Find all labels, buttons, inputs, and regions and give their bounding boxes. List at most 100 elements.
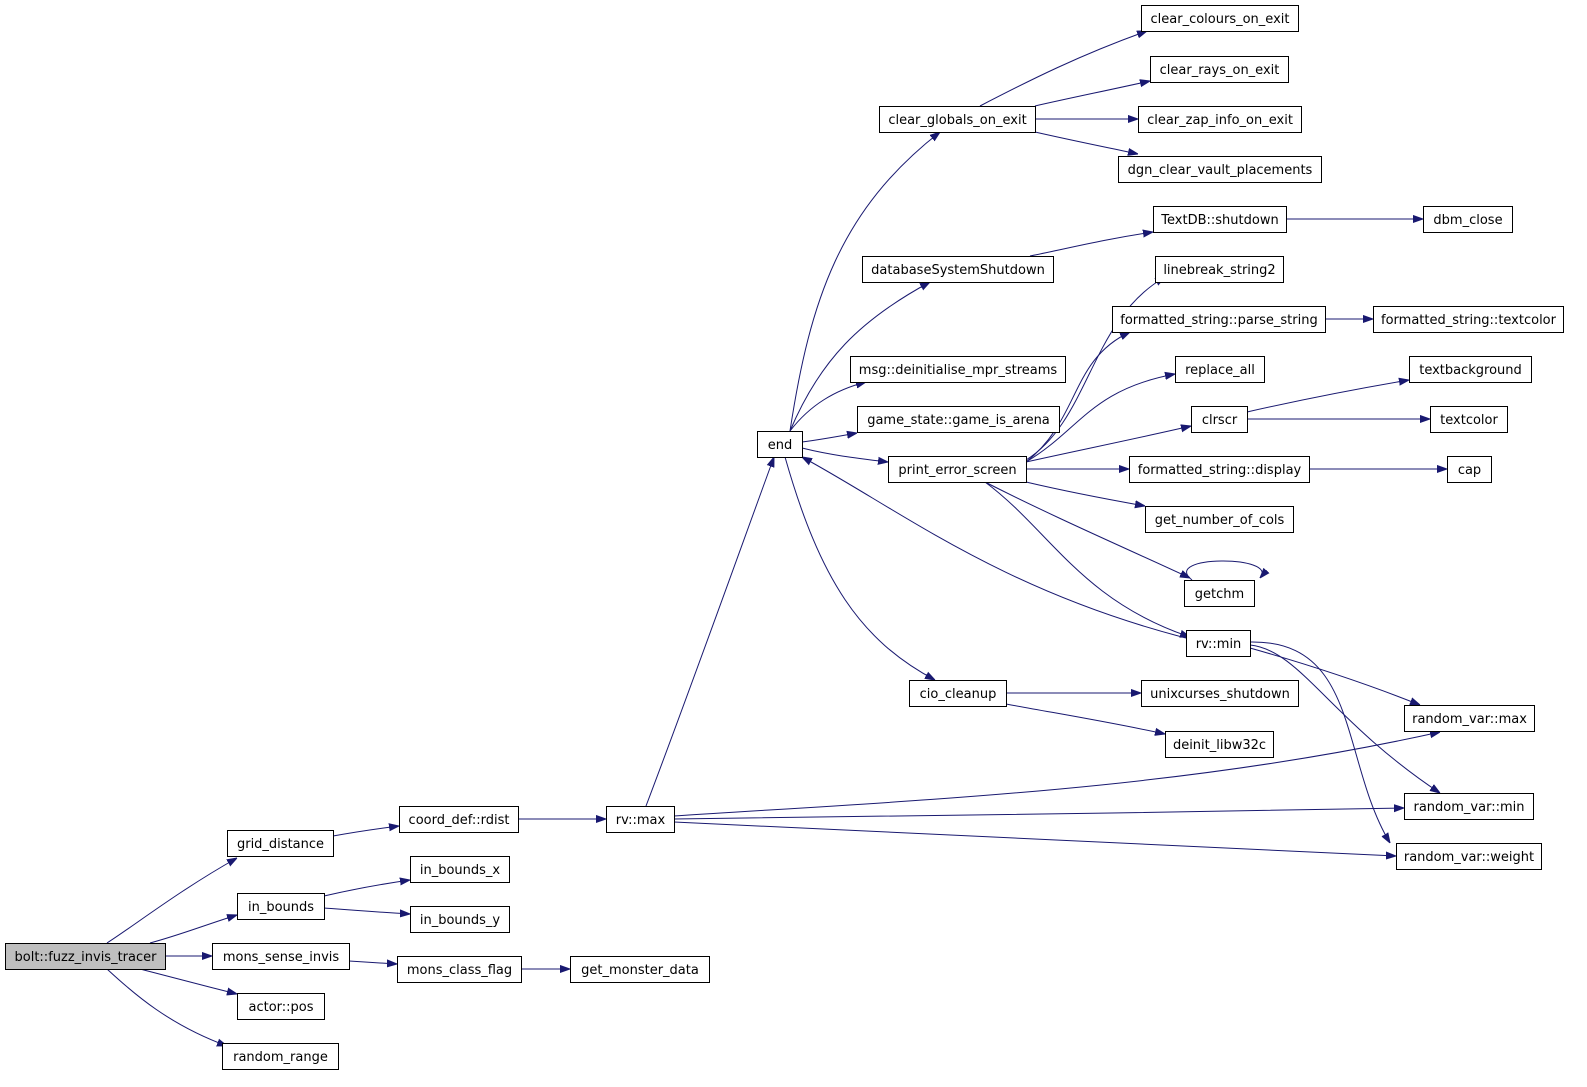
- node-textdb_shutdown[interactable]: TextDB::shutdown: [1153, 206, 1287, 233]
- node-box: [888, 456, 1027, 483]
- node-db_shutdown[interactable]: databaseSystemShutdown: [862, 256, 1054, 283]
- edge-end-to-db_shutdown: [789, 282, 930, 432]
- node-label: random_var::weight: [1404, 850, 1534, 865]
- edge-print_error-to-replace_all: [1025, 374, 1175, 463]
- node-in_bounds_y[interactable]: in_bounds_y: [410, 906, 510, 933]
- edge-mons_sense_invis-to-mons_class_flag: [348, 961, 397, 964]
- edge-rv_min-to-random_var_weight: [1249, 641, 1390, 843]
- node-mons_sense_invis[interactable]: mons_sense_invis: [212, 943, 350, 970]
- node-label: get_number_of_cols: [1155, 513, 1285, 528]
- node-random_var_max[interactable]: random_var::max: [1404, 705, 1535, 732]
- node-box: [1396, 843, 1542, 870]
- edge-print_error-to-parse_string: [1025, 332, 1130, 463]
- node-label: clear_rays_on_exit: [1160, 63, 1280, 78]
- node-get_monster_data[interactable]: get_monster_data: [570, 956, 710, 983]
- node-box: [1175, 356, 1265, 383]
- node-getchm[interactable]: getchm: [1184, 580, 1255, 607]
- node-get_cols[interactable]: get_number_of_cols: [1145, 506, 1294, 533]
- node-label: clear_globals_on_exit: [888, 113, 1026, 128]
- node-mons_class_flag[interactable]: mons_class_flag: [397, 956, 522, 983]
- node-box: [410, 906, 510, 933]
- node-label: deinit_libw32c: [1173, 738, 1266, 753]
- node-box: [1186, 630, 1251, 657]
- node-random_range[interactable]: random_range: [222, 1043, 339, 1070]
- node-label: formatted_string::parse_string: [1120, 313, 1317, 328]
- node-box: [1409, 356, 1532, 383]
- node-label: random_var::min: [1414, 800, 1525, 815]
- node-box: [237, 993, 325, 1020]
- node-replace_all[interactable]: replace_all: [1175, 356, 1265, 383]
- node-box: [222, 1043, 339, 1070]
- node-label: rv::min: [1196, 637, 1242, 652]
- edge-clrscr-to-textbackground: [1246, 380, 1409, 413]
- edge-bolt_fuzz-to-grid_distance: [106, 858, 237, 944]
- node-linebreak[interactable]: linebreak_string2: [1155, 256, 1284, 283]
- edge-rv_min-to-random_var_max: [1249, 647, 1420, 705]
- node-random_var_weight[interactable]: random_var::weight: [1396, 843, 1542, 870]
- node-box: [1150, 56, 1289, 83]
- nodes: bolt::fuzz_invis_tracer grid_distancein_b…: [5, 5, 1564, 1070]
- node-label: grid_distance: [237, 837, 324, 852]
- node-label: coord_def::rdist: [409, 813, 510, 828]
- edge-bolt_fuzz-to-in_bounds: [149, 915, 237, 944]
- node-clrscr[interactable]: clrscr: [1191, 406, 1248, 433]
- node-fs_textcolor[interactable]: formatted_string::textcolor: [1373, 306, 1564, 333]
- node-textcolor[interactable]: textcolor: [1430, 406, 1508, 433]
- node-textbackground[interactable]: textbackground: [1409, 356, 1532, 383]
- node-in_bounds_x[interactable]: in_bounds_x: [410, 856, 510, 883]
- node-label: print_error_screen: [898, 463, 1016, 478]
- node-print_error[interactable]: print_error_screen: [888, 456, 1027, 483]
- node-label: rv::max: [616, 813, 666, 828]
- node-box: [410, 856, 510, 883]
- node-deinit_libw32c[interactable]: deinit_libw32c: [1165, 731, 1274, 758]
- node-box: [1138, 106, 1302, 133]
- node-grid_distance[interactable]: grid_distance: [227, 830, 334, 857]
- node-clear_globals[interactable]: clear_globals_on_exit: [879, 106, 1036, 133]
- node-rv_min[interactable]: rv::min: [1186, 630, 1251, 657]
- node-label: TextDB::shutdown: [1160, 213, 1278, 228]
- node-label: msg::deinitialise_mpr_streams: [859, 363, 1058, 378]
- edge-print_error-to-getchm: [984, 481, 1190, 578]
- node-cio_cleanup[interactable]: cio_cleanup: [909, 680, 1007, 707]
- edge-end-to-msg_deinit: [789, 382, 866, 432]
- node-clear_zap[interactable]: clear_zap_info_on_exit: [1138, 106, 1302, 133]
- node-label: replace_all: [1185, 363, 1255, 378]
- node-in_bounds[interactable]: in_bounds: [237, 893, 325, 920]
- node-clear_rays[interactable]: clear_rays_on_exit: [1150, 56, 1289, 83]
- node-box: [879, 106, 1036, 133]
- node-label: actor::pos: [248, 1000, 313, 1015]
- node-dbm_close[interactable]: dbm_close: [1423, 206, 1513, 233]
- edge-rv_min-to-end: [802, 457, 1187, 639]
- node-parse_string[interactable]: formatted_string::parse_string: [1112, 306, 1326, 333]
- node-label: in_bounds_x: [420, 863, 501, 878]
- node-game_arena[interactable]: game_state::game_is_arena: [857, 406, 1060, 433]
- node-label: mons_sense_invis: [223, 950, 340, 965]
- node-box: [857, 406, 1060, 433]
- node-unixcurses[interactable]: unixcurses_shutdown: [1141, 680, 1299, 707]
- node-bolt_fuzz[interactable]: bolt::fuzz_invis_tracer: [5, 943, 166, 970]
- node-box: [1145, 506, 1294, 533]
- node-box: [1447, 456, 1492, 483]
- node-box: [1430, 406, 1508, 433]
- edge-grid_distance-to-coord_rdist: [332, 826, 399, 837]
- node-actor_pos[interactable]: actor::pos: [237, 993, 325, 1020]
- node-random_var_min[interactable]: random_var::min: [1404, 793, 1534, 820]
- edges: [106, 31, 1447, 1046]
- node-rv_max[interactable]: rv::max: [606, 806, 675, 833]
- node-coord_rdist[interactable]: coord_def::rdist: [399, 806, 519, 833]
- edge-getchm-to-getchm: [1186, 560, 1263, 581]
- node-label: linebreak_string2: [1163, 263, 1275, 278]
- node-fs_display[interactable]: formatted_string::display: [1129, 456, 1310, 483]
- node-clear_colours[interactable]: clear_colours_on_exit: [1141, 5, 1299, 32]
- node-end[interactable]: end: [757, 431, 803, 458]
- node-label: in_bounds: [248, 900, 314, 915]
- edge-rv_max-to-random_var_weight: [673, 821, 1396, 856]
- edge-clear_globals-to-dgn_clear: [1034, 131, 1138, 154]
- node-dgn_clear[interactable]: dgn_clear_vault_placements: [1118, 156, 1322, 183]
- edge-rv_min-to-random_var_min: [1249, 644, 1440, 793]
- node-msg_deinit[interactable]: msg::deinitialise_mpr_streams: [850, 356, 1066, 383]
- edge-in_bounds-to-in_bounds_x: [323, 880, 410, 897]
- node-cap[interactable]: cap: [1447, 456, 1492, 483]
- node-label: get_monster_data: [581, 963, 699, 978]
- node-box: [1191, 406, 1248, 433]
